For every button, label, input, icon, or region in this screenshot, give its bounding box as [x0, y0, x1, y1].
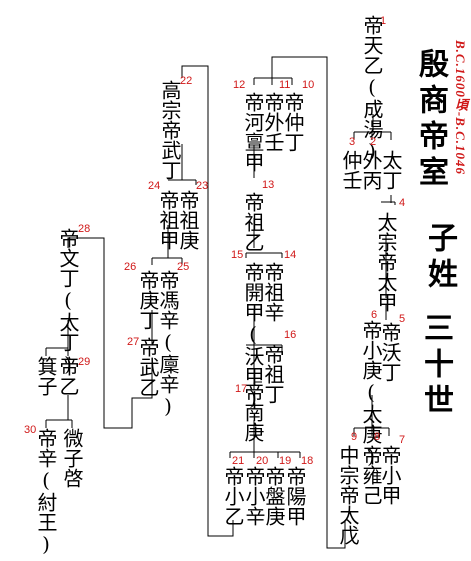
ruler-name: 外丙 [359, 150, 383, 190]
person-name: 微子啓 [60, 428, 84, 488]
ruler-num: 21 [232, 455, 245, 467]
ruler-num: 12 [233, 79, 246, 91]
ruler-num: 11 [279, 79, 291, 91]
ruler-name: 帝南庚 [241, 382, 265, 442]
ruler-num: 29 [78, 356, 91, 368]
connector-13 [181, 65, 234, 537]
ruler-num: 15 [231, 249, 244, 261]
ruler-name: 帝外壬 [261, 92, 285, 152]
ruler-name: 帝雍己 [359, 445, 383, 505]
ruler-num: 22 [180, 75, 193, 87]
connector-12 [229, 420, 301, 458]
ruler-num: 30 [24, 424, 37, 436]
ruler-name: 帝乙 [56, 356, 80, 396]
ruler-name: 帝祖辛 [261, 262, 285, 322]
connector-2 [381, 195, 396, 205]
ruler-num: 1 [380, 15, 387, 27]
ruler-name: 帝武乙 [136, 337, 160, 397]
ruler-name: 帝盤庚 [262, 466, 286, 526]
ruler-name: 帝沃丁 [378, 322, 402, 382]
ruler-name: 中宗帝太戊 [336, 445, 360, 545]
ruler-name: 帝祖甲 [156, 190, 180, 250]
connector-19 [45, 395, 73, 428]
ruler-name: 帝開甲(沃甲) [241, 262, 265, 410]
connector-9 [245, 252, 283, 258]
ruler-num: 4 [399, 197, 406, 209]
ruler-name: 帝陽甲 [283, 466, 307, 526]
ruler-num: 27 [127, 336, 140, 348]
surname-label: 子姓 [422, 222, 457, 294]
connector-17 [67, 237, 153, 429]
generations-label: 三十世 [418, 312, 453, 420]
ruler-name: 帝小甲 [378, 445, 402, 505]
ruler-num: 2 [370, 136, 377, 148]
ruler-name: 帝辛(紂王) [34, 428, 58, 556]
ruler-name: 帝文丁(太丁) [56, 228, 80, 376]
ruler-num: 19 [279, 455, 292, 467]
ruler-num: 13 [262, 179, 275, 191]
connector-18 [45, 320, 69, 356]
ruler-num: 25 [177, 261, 190, 273]
ruler-name: 帝小辛 [242, 466, 266, 526]
ruler-num: 5 [399, 313, 406, 325]
ruler-num: 10 [302, 79, 315, 91]
ruler-name: 帝祖庚 [176, 190, 200, 250]
ruler-num: 17 [235, 383, 248, 395]
ruler-name: 高宗帝武丁 [158, 80, 182, 180]
ruler-name: 帝仲丁 [281, 92, 305, 152]
dynasty-title: 殷商帝室 [413, 48, 448, 192]
ruler-name: 帝祖丁 [261, 344, 285, 404]
ruler-num: 26 [124, 261, 137, 273]
connector-15 [168, 179, 197, 185]
connector-16 [151, 225, 183, 265]
ruler-num: 8 [374, 431, 381, 443]
ruler-num: 6 [371, 309, 378, 321]
ruler-num: 14 [284, 249, 297, 261]
ruler-num: 20 [256, 455, 269, 467]
ruler-num: 18 [301, 455, 314, 467]
connector-11 [246, 344, 283, 352]
ruler-num: 7 [399, 434, 406, 446]
period-label: B.C.1600頃-B.C.1046 [453, 40, 468, 176]
ruler-num: 24 [148, 180, 161, 192]
ruler-name: 帝天乙(成湯) [360, 15, 384, 163]
connector-7 [253, 77, 293, 85]
connector-14 [181, 144, 194, 181]
ruler-num: 23 [196, 180, 209, 192]
ruler-num: 3 [349, 136, 356, 148]
ruler-name: 帝祖乙 [241, 192, 265, 252]
ruler-num: 9 [351, 431, 358, 443]
connector-10 [253, 310, 262, 390]
ruler-name: 帝河亶甲 [241, 92, 265, 172]
person-name: 箕子 [34, 356, 58, 396]
connector-1 [353, 114, 392, 140]
connector-5 [353, 427, 390, 436]
ruler-name: 帝庚丁 [136, 270, 160, 330]
ruler-num: 28 [78, 223, 91, 235]
ruler-name: 太宗帝太甲 [374, 212, 398, 312]
connector-6 [271, 56, 346, 549]
ruler-name: 帝馮辛(廩辛) [156, 270, 180, 418]
ruler-num: 16 [284, 329, 297, 341]
ruler-name: 帝小庚(太庚) [359, 320, 383, 468]
person-name: 太丁 [379, 150, 403, 190]
ruler-name: 帝小乙 [221, 466, 245, 526]
ruler-name: 仲壬 [339, 150, 363, 190]
